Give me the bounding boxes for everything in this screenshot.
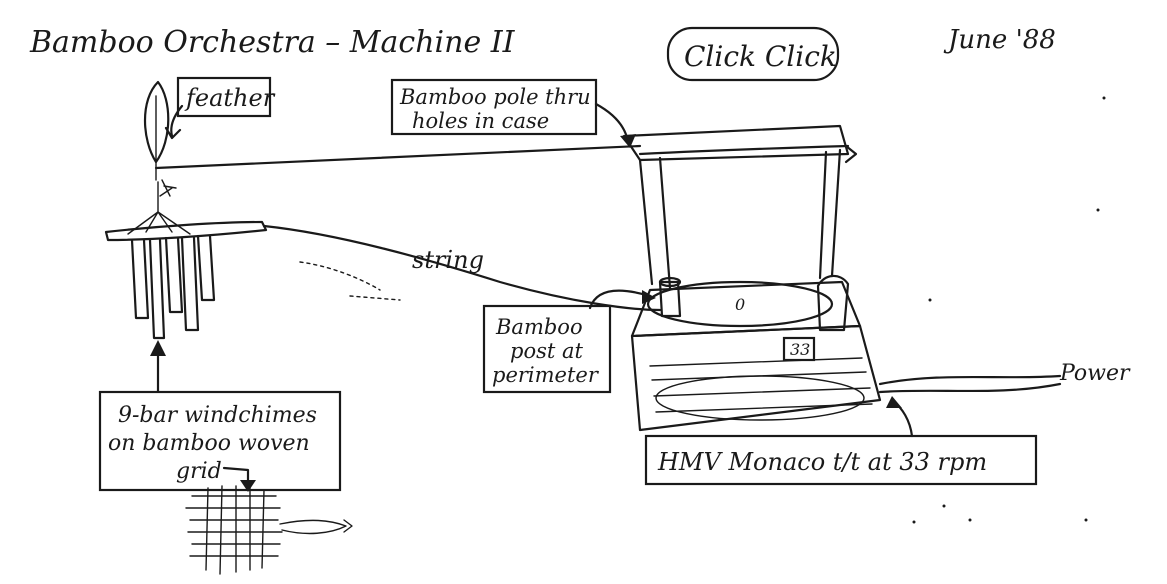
grid-cone [279, 519, 347, 535]
windchimes-arrowhead [150, 340, 166, 356]
faint-scribble [299, 261, 401, 301]
case-grille [649, 357, 873, 413]
windchimes-label: 9-bar windchimes on bamboo woven grid [98, 390, 342, 492]
case-speaker [655, 375, 865, 421]
string-line [262, 224, 662, 312]
bamboo-post-top [658, 276, 682, 288]
windchimes-label-line1: 9-bar windchimes [118, 403, 317, 428]
subtitle-text: Click Click [684, 40, 837, 73]
grid-vertical-lines [205, 485, 265, 575]
stray-dot [942, 504, 946, 508]
windchimes-label-box [98, 390, 342, 492]
chime-bar [130, 238, 150, 320]
turntable-label-box [644, 434, 1038, 486]
turntable-case-body [630, 324, 882, 432]
windchime-assembly [104, 179, 268, 340]
chime-bar [148, 238, 166, 340]
turntable-lid-right [818, 148, 842, 280]
feather-label-text: feather [184, 84, 276, 112]
bamboo-post-label-line1: Bamboo [495, 315, 583, 339]
bamboo-post-label-line3: perimeter [492, 363, 600, 387]
pole-through-case [638, 144, 850, 156]
bamboo-pole-label-line1: Bamboo pole thru [399, 85, 591, 109]
subtitle-pill-outline [666, 26, 840, 82]
bamboo-post-arrow [588, 289, 652, 310]
string-label: string [412, 246, 484, 274]
sketch-title: Bamboo Orchestra – Machine II [29, 25, 516, 60]
platter-spindle: 0 [735, 295, 745, 314]
power-cable-2 [878, 382, 1062, 394]
grid-pointer [222, 466, 250, 486]
feather-label: feather [164, 76, 276, 140]
turntable-label-text: HMV Monaco t/t at 33 rpm [657, 448, 987, 476]
bamboo-pole [154, 144, 642, 170]
stray-dot [912, 520, 916, 524]
bamboo-post [658, 280, 682, 318]
stray-dot [1102, 96, 1106, 100]
feather-label-box [176, 76, 272, 118]
power-cable [878, 374, 1062, 386]
woven-grid-sketch [185, 485, 353, 575]
turntable-label-arrowhead [886, 396, 902, 408]
bamboo-post-label-line2: post at [510, 339, 583, 363]
stray-dot [968, 518, 972, 522]
grid-cone-tip [343, 519, 353, 533]
bamboo-pole-label: Bamboo pole thru holes in case [390, 78, 636, 148]
grid-horizontal-lines [185, 495, 283, 557]
stray-dots [912, 96, 1106, 524]
stray-dot [1096, 208, 1100, 212]
stray-dot [928, 298, 932, 302]
chime-bar [196, 234, 216, 302]
windchimes-label-line2: on bamboo woven [108, 431, 310, 456]
tonearm [816, 274, 850, 332]
rpm-badge-text: 33 [790, 340, 810, 359]
turntable-label: HMV Monaco t/t at 33 rpm [644, 396, 1038, 486]
windchimes-label-line3: grid [176, 459, 222, 484]
turntable-lid-top [622, 124, 850, 162]
subtitle-pill: Click Click [666, 26, 840, 82]
turntable-lid-left [638, 156, 672, 290]
grid-pointer-head [240, 480, 256, 492]
bamboo-pole-label-box [390, 78, 598, 136]
bamboo-post-label-box [482, 304, 612, 394]
turntable-platter [646, 280, 834, 328]
bamboo-post-label: Bamboo post at perimeter [482, 289, 656, 394]
bamboo-post-arrowhead [642, 290, 656, 304]
rpm-badge [782, 336, 816, 362]
sketch-date: June '88 [943, 25, 1056, 55]
chime-bar [180, 236, 200, 332]
turntable-sketch: 0 33 [622, 124, 882, 432]
pole-end [844, 144, 858, 164]
chime-bar [164, 236, 184, 314]
windchime-strings [127, 211, 191, 235]
stray-dot [1084, 518, 1088, 522]
windchime-knot [159, 179, 177, 197]
feather-arrow [170, 104, 184, 138]
bamboo-pole-label-line2: holes in case [412, 109, 549, 133]
power-label: Power [1059, 361, 1131, 386]
